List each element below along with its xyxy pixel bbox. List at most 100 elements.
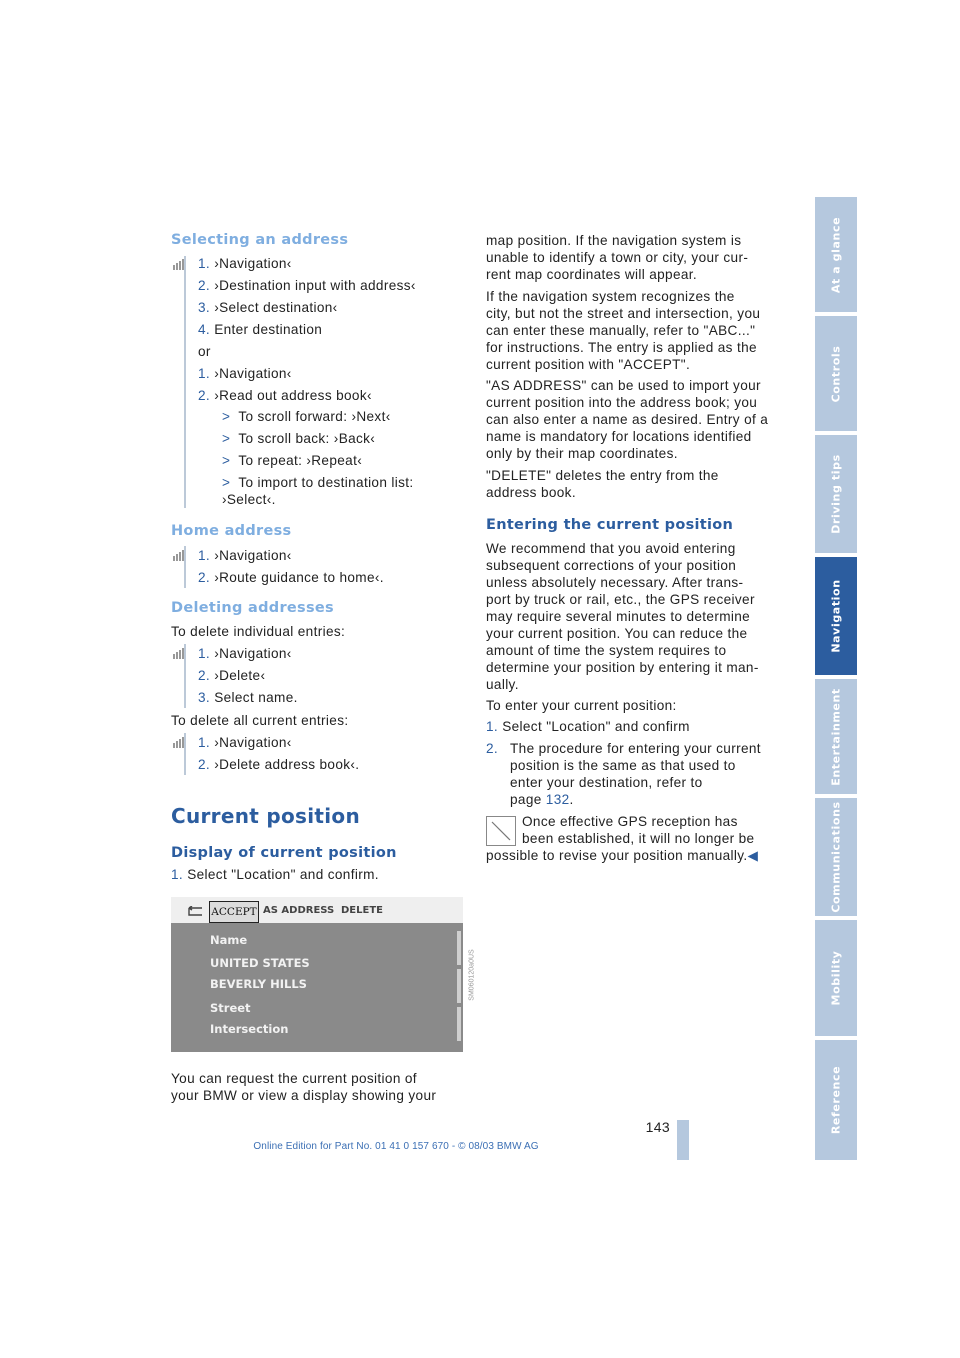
as-address-option: AS ADDRESS [263, 905, 335, 916]
bullet: > To import to destination list: [222, 475, 414, 490]
paragraph-line: You can request the current position of [171, 1071, 417, 1086]
delete-option: DELETE [341, 905, 383, 916]
deleting-addresses-heading: Deleting addresses [171, 600, 334, 616]
tab-driving-tips[interactable]: Driving tips [815, 435, 857, 553]
paragraph: To delete individual entries: [171, 624, 346, 639]
paragraph-line: rent map coordinates will appear. [486, 267, 698, 282]
paragraph-line: current position into the address book; … [486, 395, 758, 410]
paragraph-line: map position. If the navigation system i… [486, 233, 742, 248]
bullet: > To scroll forward: ›Next‹ [222, 409, 391, 424]
step: 2. ›Delete‹ [198, 668, 266, 683]
tab-mobility[interactable]: Mobility [815, 920, 857, 1036]
page-reference: page 132. [510, 792, 574, 807]
paragraph-line: amount of time the system requires to [486, 643, 727, 658]
step: 3. Select name. [198, 690, 298, 705]
step: 2. ›Delete address book‹. [198, 757, 360, 772]
step-number: 2. [486, 741, 499, 756]
paragraph-line: current position with "ACCEPT". [486, 357, 691, 372]
screen-item-intersection: Intersection [210, 1022, 289, 1036]
note-line: possible to revise your position manuall… [486, 848, 759, 863]
paragraph-line: city, but not the street and intersectio… [486, 306, 761, 321]
screen-scroll-segment [457, 931, 461, 965]
page-number: 143 [645, 1119, 670, 1135]
paragraph-line: for instructions. The entry is applied a… [486, 340, 757, 355]
step-line: position is the same as that used to [510, 758, 736, 773]
step: 1. ›Navigation‹ [198, 646, 292, 661]
step: 2. ›Read out address book‹ [198, 388, 372, 403]
end-marker-icon: ◀ [747, 848, 759, 863]
navigation-screen-image: ACCEPT AS ADDRESS DELETE Name UNITED STA… [171, 897, 463, 1052]
display-current-position-heading: Display of current position [171, 845, 397, 861]
back-arrow-icon [188, 906, 202, 916]
paragraph-line: can also enter a name as desired. Entry … [486, 412, 769, 427]
step: 4. Enter destination [198, 322, 323, 337]
step: 1. ›Navigation‹ [198, 548, 292, 563]
voice-bar [184, 733, 186, 775]
note-line: been established, it will no longer be [522, 831, 755, 846]
paragraph-line: unable to identify a town or city, your … [486, 250, 749, 265]
paragraph: To delete all current entries: [171, 713, 349, 728]
bullet-continuation: ›Select‹. [222, 492, 276, 507]
bullet: > To repeat: ›Repeat‹ [222, 453, 363, 468]
voice-command-icon [173, 648, 184, 659]
tab-at-a-glance[interactable]: At a glance [815, 197, 857, 312]
page-marker [677, 1120, 689, 1160]
paragraph-line: subsequent corrections of your position [486, 558, 737, 573]
paragraph-line: "DELETE" deletes the entry from the [486, 468, 719, 483]
step: 1. ›Navigation‹ [198, 366, 292, 381]
tab-reference[interactable]: Reference [815, 1040, 857, 1160]
current-position-title: Current position [171, 804, 360, 828]
step: 1. ›Navigation‹ [198, 735, 292, 750]
paragraph-line: can enter these manually, refer to "ABC.… [486, 323, 756, 338]
tab-entertainment[interactable]: Entertainment [815, 679, 857, 794]
step: 3. ›Select destination‹ [198, 300, 338, 315]
entering-current-position-heading: Entering the current position [486, 517, 734, 533]
paragraph-line: your current position. You can reduce th… [486, 626, 748, 641]
voice-command-icon [173, 259, 184, 270]
paragraph-line: port by truck or rail, etc., the GPS rec… [486, 592, 755, 607]
paragraph-line: If the navigation system recognizes the [486, 289, 735, 304]
voice-command-icon [173, 550, 184, 561]
note-icon [486, 816, 516, 846]
screen-item-name: Name [210, 933, 248, 947]
tab-communications[interactable]: Communications [815, 798, 857, 916]
page-link[interactable]: 132 [545, 792, 570, 807]
step: 1. Select "Location" and confirm [486, 719, 690, 734]
paragraph-line: "AS ADDRESS" can be used to import your [486, 378, 761, 393]
screen-item-country: UNITED STATES [210, 956, 310, 970]
voice-command-icon [173, 737, 184, 748]
voice-bar [184, 256, 186, 508]
step: 2. ›Route guidance to home‹. [198, 570, 384, 585]
bullet: > To scroll back: ›Back‹ [222, 431, 376, 446]
step: 1. Select "Location" and confirm. [171, 867, 379, 882]
paragraph-line: determine your position by entering it m… [486, 660, 759, 675]
screen-scroll-segment [457, 1007, 461, 1041]
home-address-heading: Home address [171, 523, 292, 539]
screen-item-city: BEVERLY HILLS [210, 977, 307, 991]
paragraph-line: your BMW or view a display showing your [171, 1088, 437, 1103]
tab-navigation[interactable]: Navigation [815, 557, 857, 675]
paragraph-line: To enter your current position: [486, 698, 677, 713]
edition-footer: Online Edition for Part No. 01 41 0 157 … [253, 1141, 539, 1152]
image-code: SM060120a0US [468, 948, 476, 1001]
screen-item-street: Street [210, 1001, 251, 1015]
voice-bar [184, 546, 186, 588]
screen-scroll-segment [457, 969, 461, 1003]
voice-bar [184, 644, 186, 708]
note-line: Once effective GPS reception has [522, 814, 738, 829]
paragraph-line: may require several minutes to determine [486, 609, 751, 624]
step: 1. ›Navigation‹ [198, 256, 292, 271]
paragraph-line: name is mandatory for locations identifi… [486, 429, 752, 444]
step-line: The procedure for entering your current [510, 741, 761, 756]
tab-controls[interactable]: Controls [815, 316, 857, 431]
step: 2. ›Destination input with address‹ [198, 278, 416, 293]
selecting-address-heading: Selecting an address [171, 232, 349, 248]
step-line: enter your destination, refer to [510, 775, 703, 790]
paragraph-line: address book. [486, 485, 576, 500]
paragraph-line: unless absolutely necessary. After trans… [486, 575, 744, 590]
or-text: or [198, 344, 211, 359]
paragraph-line: only by their map coordinates. [486, 446, 678, 461]
accept-option: ACCEPT [209, 901, 259, 923]
paragraph-line: ually. [486, 677, 519, 692]
paragraph-line: We recommend that you avoid entering [486, 541, 736, 556]
